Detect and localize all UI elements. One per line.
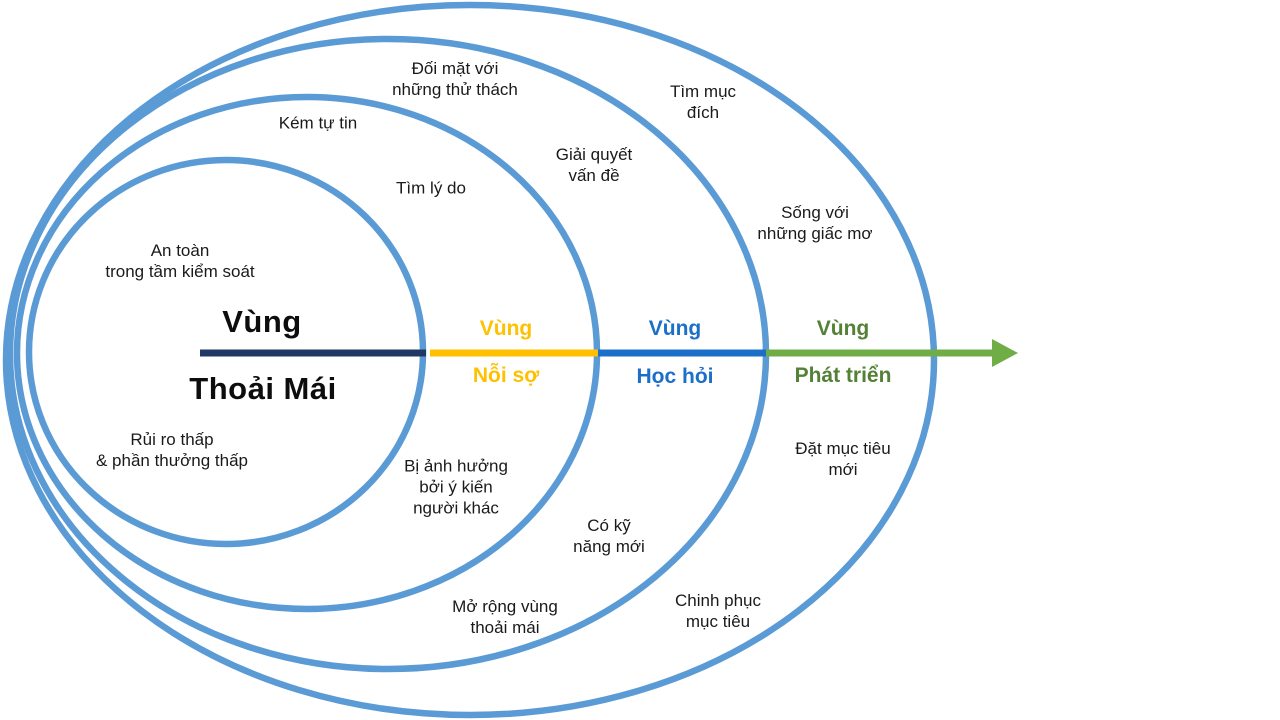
learning-zone-title-top: Vùng [648, 317, 702, 340]
label-dat-muc-tieu: Đặt mục tiêu mới [795, 438, 891, 479]
growth-zone-title-top: Vùng [816, 317, 870, 340]
label-tim-muc-dich: Tìm mục đích [669, 81, 737, 122]
learning-zone-title-bottom: Học hỏi [636, 365, 714, 388]
label-kem-tu-tin: Kém tự tin [278, 113, 358, 133]
growth-zone-title-bottom: Phát triển [794, 364, 892, 387]
comfort-zone-title-bottom: Thoải Mái [189, 371, 337, 406]
label-tim-ly-do: Tìm lý do [396, 178, 466, 198]
label-giai-quyet: Giải quyết vấn đề [555, 144, 633, 185]
label-mo-rong: Mở rộng vùng thoải mái [452, 596, 558, 637]
label-bi-anh-huong: Bị ảnh hưởng bởi ý kiến người khác [404, 456, 508, 518]
growth-zone-circle [2, 1, 938, 719]
label-song-voi: Sống với những giấc mơ [757, 202, 873, 243]
axis-arrowhead-icon [992, 339, 1018, 367]
label-doi-mat: Đối mặt với những thử thách [392, 58, 518, 99]
label-an-toan: An toàn trong tầm kiểm soát [105, 240, 255, 281]
fear-zone-title-top: Vùng [479, 317, 533, 340]
comfort-zone-title-top: Vùng [222, 304, 302, 339]
label-rui-ro: Rủi ro thấp & phần thưởng thấp [95, 429, 249, 470]
label-chinh-phuc: Chinh phục mục tiêu [674, 590, 762, 631]
fear-zone-title-bottom: Nỗi sợ [472, 364, 540, 387]
label-co-ky-nang: Có kỹ năng mới [573, 515, 645, 556]
